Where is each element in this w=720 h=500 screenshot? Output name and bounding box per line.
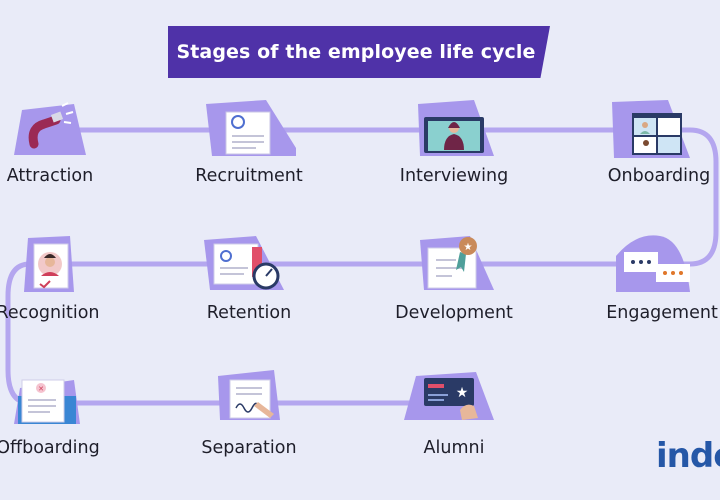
stage-label-alumni: Alumni bbox=[423, 438, 485, 458]
video-call-icon bbox=[418, 100, 494, 156]
exit-document-icon: ✕ bbox=[14, 379, 80, 424]
id-card-icon: ★ bbox=[404, 372, 494, 420]
stage-label-development: Development bbox=[395, 303, 513, 323]
gauge-icon bbox=[204, 236, 284, 290]
stage-label-offboarding: Offboarding bbox=[0, 438, 100, 458]
resume-icon bbox=[206, 100, 296, 156]
page-title: Stages of the employee life cycle bbox=[176, 41, 536, 63]
brand-logo: inde bbox=[656, 436, 720, 476]
title-banner: Stages of the employee life cycle bbox=[168, 26, 550, 78]
stage-label-interviewing: Interviewing bbox=[399, 166, 509, 186]
group-call-icon bbox=[612, 100, 690, 158]
svg-text:✕: ✕ bbox=[38, 385, 44, 393]
svg-text:★: ★ bbox=[464, 242, 473, 253]
magnet-icon bbox=[14, 102, 86, 155]
svg-text:★: ★ bbox=[456, 385, 469, 401]
chat-icon bbox=[616, 235, 690, 292]
stage-label-retention: Retention bbox=[206, 303, 292, 323]
certificate-icon: ★ bbox=[420, 236, 494, 290]
stage-label-onboarding: Onboarding bbox=[607, 166, 711, 186]
stage-label-recruitment: Recruitment bbox=[195, 166, 303, 186]
stage-label-attraction: Attraction bbox=[6, 166, 94, 186]
profile-star-icon bbox=[24, 236, 74, 292]
stage-label-engagement: Engagement bbox=[606, 303, 718, 323]
stage-label-recognition: Recognition bbox=[0, 303, 100, 323]
signing-icon bbox=[218, 370, 280, 420]
stage-label-separation: Separation bbox=[201, 438, 297, 458]
